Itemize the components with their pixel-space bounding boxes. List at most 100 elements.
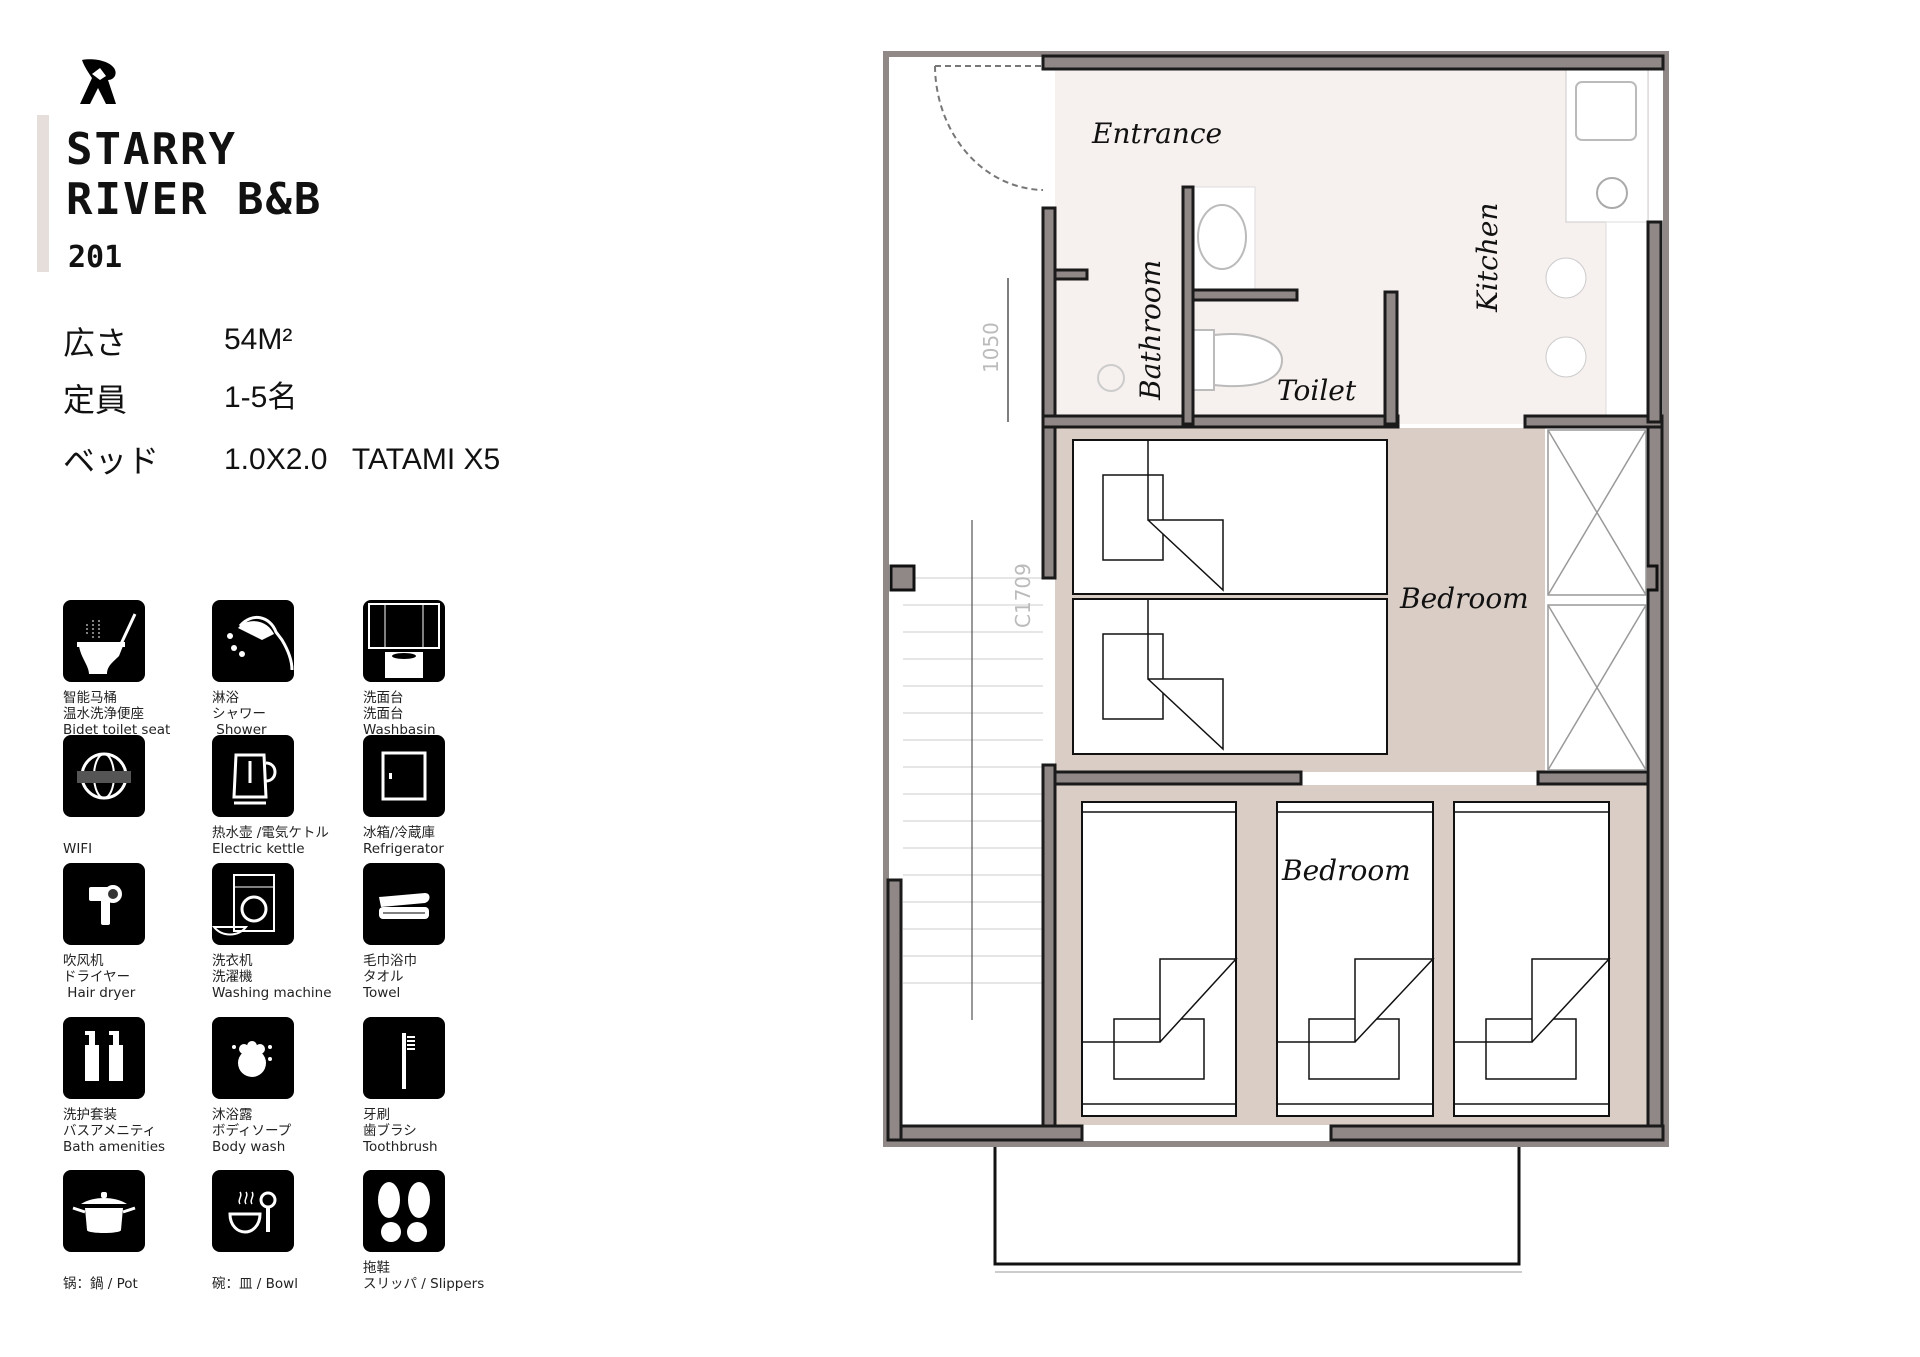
dimension-c1709: C1709: [1011, 563, 1035, 628]
amenity-item: 拖鞋スリッパ / Slippers: [363, 1170, 513, 1292]
wardrobe: [1547, 429, 1647, 771]
amenity-tile: [363, 600, 445, 682]
hair-dryer-icon: [89, 885, 122, 925]
logo: [78, 58, 120, 106]
amenity-label-line: Hair dryer: [63, 985, 136, 1001]
amenity-tile: [212, 1017, 294, 1099]
stove-icon: [1596, 177, 1628, 209]
stool-icon: [1545, 336, 1587, 378]
bed: [1072, 598, 1388, 755]
room-label-kitchen: Kitchen: [1471, 203, 1504, 313]
door-swing-icon: [934, 65, 1044, 191]
amenity-label-line: Shower: [212, 722, 267, 738]
bowl-icon: [228, 1191, 277, 1234]
amenity-label-line: Electric kettle: [212, 841, 305, 857]
starry-river-logo-icon: [80, 59, 116, 104]
spec-value-capacity: 1-5名: [224, 381, 298, 414]
amenity-item: 碗：皿 / Bowl: [212, 1170, 362, 1292]
walls: [886, 54, 1665, 1142]
amenity-tile: [63, 863, 145, 945]
shower-icon: [227, 616, 294, 671]
amenity-label-line: 洗面台: [363, 706, 404, 722]
washing-machine-icon: [212, 874, 275, 936]
spec-label-capacity: 定員: [63, 381, 128, 419]
amenity-label-line: Towel: [363, 985, 401, 1001]
amenity-label-line: 拖鞋: [363, 1260, 390, 1276]
wifi-globe-icon: [77, 752, 131, 800]
amenity-tile: [212, 1170, 294, 1252]
spec-label-bed: ベッド: [63, 442, 160, 480]
amenity-tile: [63, 735, 145, 817]
amenity-label: 淋浴シャワー Shower: [212, 690, 362, 738]
amenity-label-line: タオル: [363, 969, 404, 985]
amenity-label-line: Body wash: [212, 1139, 286, 1155]
amenity-label-line: バスアメニティ: [63, 1123, 157, 1139]
amenity-label: 拖鞋スリッパ / Slippers: [363, 1260, 513, 1292]
amenity-label-line: 吹风机: [63, 953, 104, 969]
amenity-label: WIFI: [63, 825, 213, 857]
staircase: [903, 577, 1043, 984]
amenity-label-line: 碗：皿 / Bowl: [212, 1276, 298, 1292]
amenity-item: 锅：鍋 / Pot: [63, 1170, 213, 1292]
amenity-tile: [212, 863, 294, 945]
amenity-label-line: 温水洗浄便座: [63, 706, 144, 722]
spec-value-area: 54M²: [224, 323, 293, 356]
amenity-label-line: 牙刷: [363, 1107, 390, 1123]
amenity-label-line: WIFI: [63, 841, 93, 857]
shower-drain: [1097, 364, 1125, 392]
pot-icon: [72, 1192, 136, 1233]
electric-kettle-icon: [232, 753, 277, 805]
amenity-label-line: 淋浴: [212, 690, 239, 706]
amenity-label-line: 歯ブラシ: [363, 1123, 417, 1139]
amenity-label: 吹风机ドライヤー Hair dryer: [63, 953, 213, 1001]
amenity-item: 淋浴シャワー Shower: [212, 600, 362, 738]
amenity-label-line: ボディソープ: [212, 1123, 292, 1139]
dimension-1050: 1050: [979, 322, 1003, 373]
amenity-label: 锅：鍋 / Pot: [63, 1260, 213, 1292]
amenity-label-line: ドライヤー: [63, 969, 131, 985]
slippers-icon: [378, 1182, 430, 1242]
washbasin-icon: [368, 603, 440, 678]
amenity-label: 碗：皿 / Bowl: [212, 1260, 362, 1292]
amenity-item: 吹风机ドライヤー Hair dryer: [63, 863, 213, 1001]
bed: [1276, 801, 1435, 1117]
towel-icon: [379, 893, 430, 919]
accent-bar: [37, 115, 49, 272]
amenity-label-line: Bidet toilet seat: [63, 722, 171, 738]
amenity-tile: [212, 600, 294, 682]
amenity-item: WIFI: [63, 735, 213, 857]
bath-amenities-icon: [85, 1031, 123, 1081]
balcony: [993, 1142, 1521, 1266]
amenity-label-line: Washbasin: [363, 722, 436, 738]
amenity-label-line: 洗面台: [363, 690, 404, 706]
amenity-label-line: 毛巾浴巾: [363, 953, 417, 969]
amenity-tile: [363, 863, 445, 945]
amenity-label-line: スリッパ / Slippers: [363, 1276, 485, 1292]
amenity-label-line: 洗濯機: [212, 969, 253, 985]
kitchen-counter: [1565, 69, 1649, 223]
amenity-label-line: シャワー: [212, 706, 266, 722]
amenity-tile: [63, 1170, 145, 1252]
amenity-tile: [63, 1017, 145, 1099]
brand-name-line1: STARRY: [66, 124, 237, 175]
amenity-label-line: 洗衣机: [212, 953, 253, 969]
kitchen-sink-icon: [1575, 81, 1637, 141]
amenity-label-line: 锅：鍋 / Pot: [63, 1276, 138, 1292]
bed: [1081, 801, 1238, 1117]
amenity-tile: [363, 1017, 445, 1099]
amenity-tile: [63, 600, 145, 682]
